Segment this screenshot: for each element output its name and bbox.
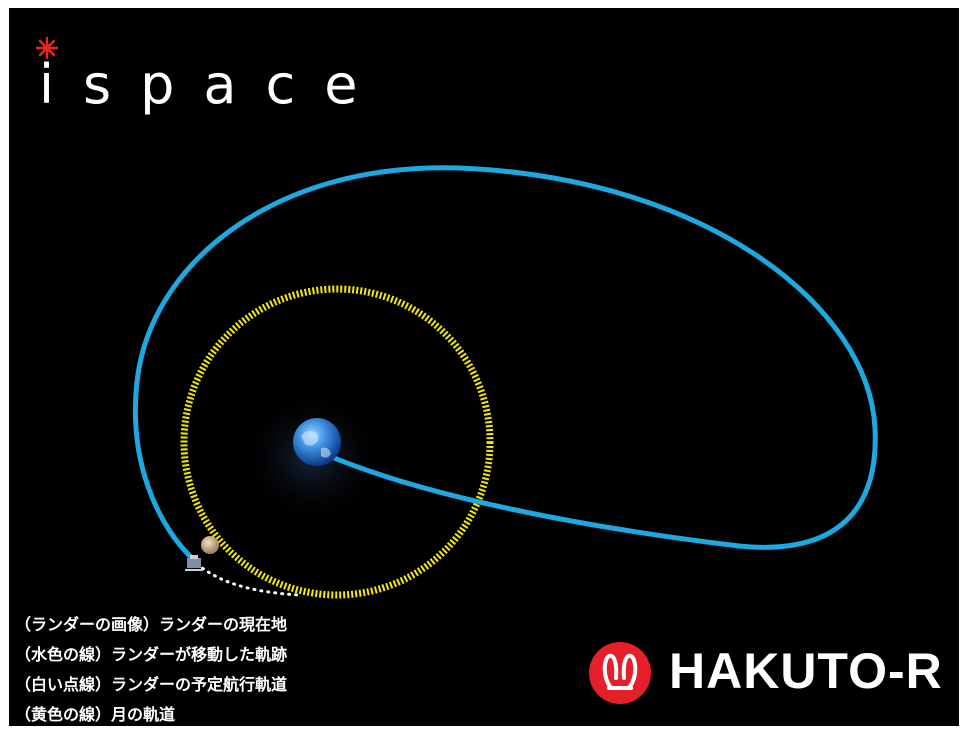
rabbit-ears-icon — [589, 642, 651, 704]
legend-item-planned-path: （白い点線）ランダーの予定航行軌道 — [15, 675, 288, 694]
ispace-logo-text: ispace — [39, 53, 387, 116]
hakuto-r-logo: HAKUTO-R — [589, 638, 949, 710]
planned-path-line — [195, 562, 301, 597]
starburst-logo-mark-icon — [35, 36, 59, 60]
legend-item-lander-trajectory: （水色の線）ランダーが移動した軌跡 — [15, 645, 288, 664]
orbit-diagram — [133, 165, 878, 599]
lander-trajectory-line — [133, 165, 878, 563]
lander-icon — [185, 555, 203, 571]
legend-item-moon-orbit: （黄色の線）月の軌道 — [15, 705, 176, 724]
ispace-logo: ispace — [27, 36, 387, 126]
legend: （ランダーの画像）ランダーの現在地 （水色の線）ランダーが移動した軌跡 （白い点… — [15, 610, 287, 726]
legend-item-lander-position: （ランダーの画像）ランダーの現在地 — [15, 615, 288, 634]
moon-orbit-line — [180, 285, 494, 599]
mission-diagram: ispace — [9, 8, 959, 726]
moon-icon — [201, 536, 219, 554]
hakuto-r-wordmark: HAKUTO-R — [669, 643, 943, 699]
